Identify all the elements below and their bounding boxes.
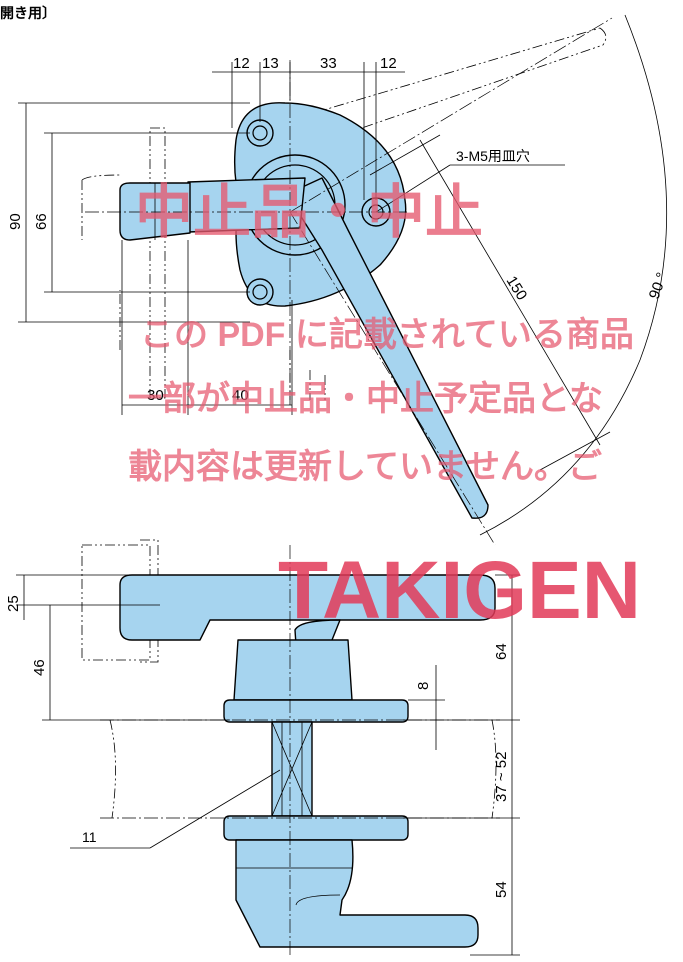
- center-line-lever: [289, 211, 496, 546]
- panel-break-lines: [109, 719, 497, 819]
- dim-13: 13: [262, 55, 279, 72]
- mounting-hole-bottom: [246, 278, 274, 306]
- side-body-lower: [235, 839, 479, 948]
- watermark-line-3: 一部が中止品・中止予定品とな: [128, 380, 603, 418]
- side-body-upper: [233, 639, 353, 701]
- dim-64: 64: [493, 643, 510, 660]
- dim-40: 40: [232, 387, 249, 404]
- dim-37-52: 37 ~ 52: [493, 752, 510, 802]
- watermark-line-4: 載内容は更新していません。ご: [128, 448, 602, 486]
- center-line-diagonal: [289, 17, 613, 213]
- dim-8: 8: [415, 682, 432, 690]
- callout-holes-label: 3-M5用皿穴: [456, 148, 530, 164]
- side-flange-lower: [223, 815, 409, 841]
- dim-angle-90: 90 °: [646, 270, 671, 301]
- dim-90: 90: [7, 213, 24, 230]
- dim-150: 150: [503, 273, 531, 303]
- shaft-knurl: [271, 721, 313, 817]
- dim-30: 30: [147, 387, 164, 404]
- top-view: 12 13 33 12 90 66 30 40: [7, 14, 671, 546]
- watermark-line-1: 中止品・中止: [135, 180, 483, 245]
- dim-12-right: 12: [380, 55, 397, 72]
- dimension-side-right: 64 8 37 ~ 52 54: [400, 574, 520, 956]
- watermark-brand: TAKIGEN: [278, 545, 641, 636]
- watermark-line-2: この PDF に記載されている商品: [140, 315, 634, 354]
- dim-11: 11: [82, 829, 97, 845]
- callout-11: 11: [70, 769, 281, 849]
- dimension-left: 90 66: [7, 102, 250, 323]
- phantom-grip-left: [149, 127, 166, 399]
- dim-66: 66: [33, 213, 50, 230]
- dim-33: 33: [320, 55, 337, 72]
- handle-lever: [284, 177, 489, 519]
- side-flange-upper: [223, 699, 409, 723]
- dim-54: 54: [493, 881, 510, 898]
- dim-12-left: 12: [233, 55, 250, 72]
- dim-25: 25: [5, 595, 22, 612]
- side-body-lower-edges: [236, 867, 352, 906]
- dim-46: 46: [31, 659, 48, 676]
- dimension-bottom-row: 30 40: [121, 240, 293, 415]
- watermark: 中止品・中止 この PDF に記載されている商品 一部が中止品・中止予定品とな …: [128, 180, 641, 636]
- section-header: 開き用〕: [0, 5, 56, 21]
- dimension-top-row: 12 13 33 12: [212, 55, 405, 200]
- dimension-side-left: 25 46: [5, 574, 230, 721]
- side-view: 25 46 64 8 37 ~ 52 54 11: [5, 539, 520, 956]
- callout-holes: 3-M5用皿穴: [375, 148, 565, 213]
- mounting-hole-top: [246, 119, 274, 147]
